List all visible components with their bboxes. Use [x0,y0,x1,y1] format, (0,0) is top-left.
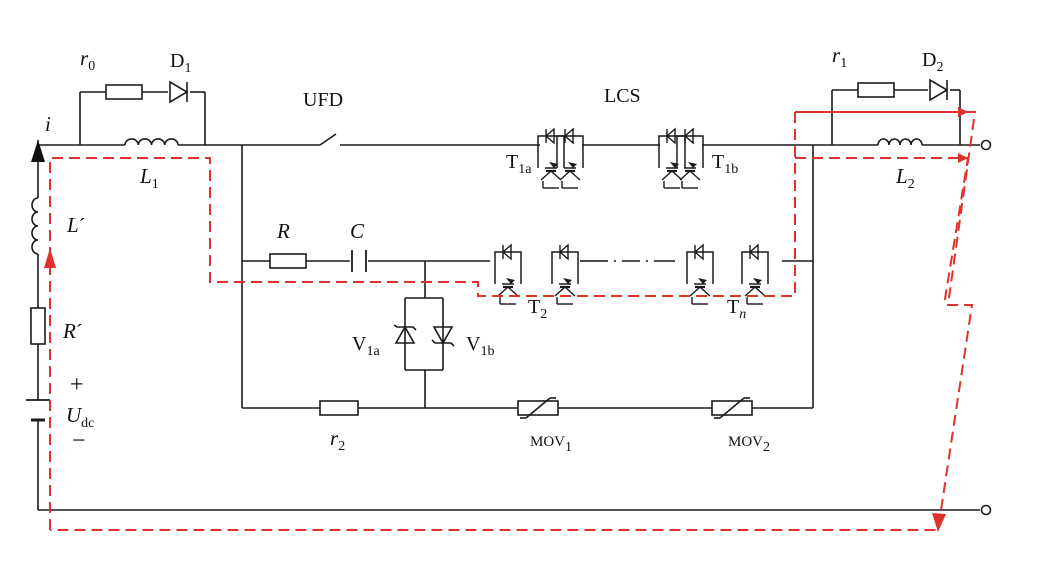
label-tn: Tn [727,296,746,322]
label-mov1: MOV1 [530,434,572,455]
label-ufd: UFD [303,89,343,111]
igbt-t1b-2 [675,127,705,190]
dc-source [26,399,50,422]
label-c: C [350,219,365,243]
current-arrow-icon [31,140,45,162]
label-mov2: MOV2 [728,434,770,455]
label-r-prime: R´ [62,319,83,343]
capacitor-c [351,250,367,272]
label-plus: + [70,372,84,398]
label-r1: r1 [832,43,847,71]
label-t1a: T1a [506,151,532,177]
label-udc: Udc [66,403,94,431]
inductor-l2 [877,138,923,146]
mov-1 [517,397,559,419]
label-v1a: V1a [352,333,380,359]
wiring [37,89,980,511]
label-d1: D1 [170,50,191,76]
label-r2: r2 [330,426,345,454]
resistor-R [269,253,307,269]
terminal-top [980,139,992,151]
label-d2: D2 [922,49,943,75]
label-minus: − [72,428,86,454]
inductor-l-prime [31,197,39,255]
label-l-prime: L´ [66,213,85,237]
label-i: i [45,112,51,136]
label-l2: L2 [895,164,915,192]
diode-d2 [929,78,949,102]
diode-d1 [169,80,189,104]
mov-2 [711,397,753,419]
resistor-r2 [319,400,359,416]
label-r: R [276,219,290,243]
label-l1: L1 [139,164,159,192]
fault-current-path [49,107,977,531]
resistor-r0 [105,84,143,100]
inductor-l1 [124,138,179,146]
label-t2: T2 [528,296,547,322]
terminal-bottom [980,504,992,516]
label-t1b: T1b [712,151,738,177]
fault-arrow-down-icon [932,513,946,532]
label-lcs: LCS [604,85,641,107]
label-r0: r0 [80,46,95,74]
tvs-v1b [431,326,455,347]
resistor-R-prime [30,307,46,345]
resistor-r1 [857,82,895,98]
label-v1b: V1b [466,333,494,359]
igbt-t1a-2 [555,127,585,190]
tvs-v1a [393,324,417,344]
ufd-switch [319,133,337,146]
fault-arrow-up-icon [44,248,56,268]
